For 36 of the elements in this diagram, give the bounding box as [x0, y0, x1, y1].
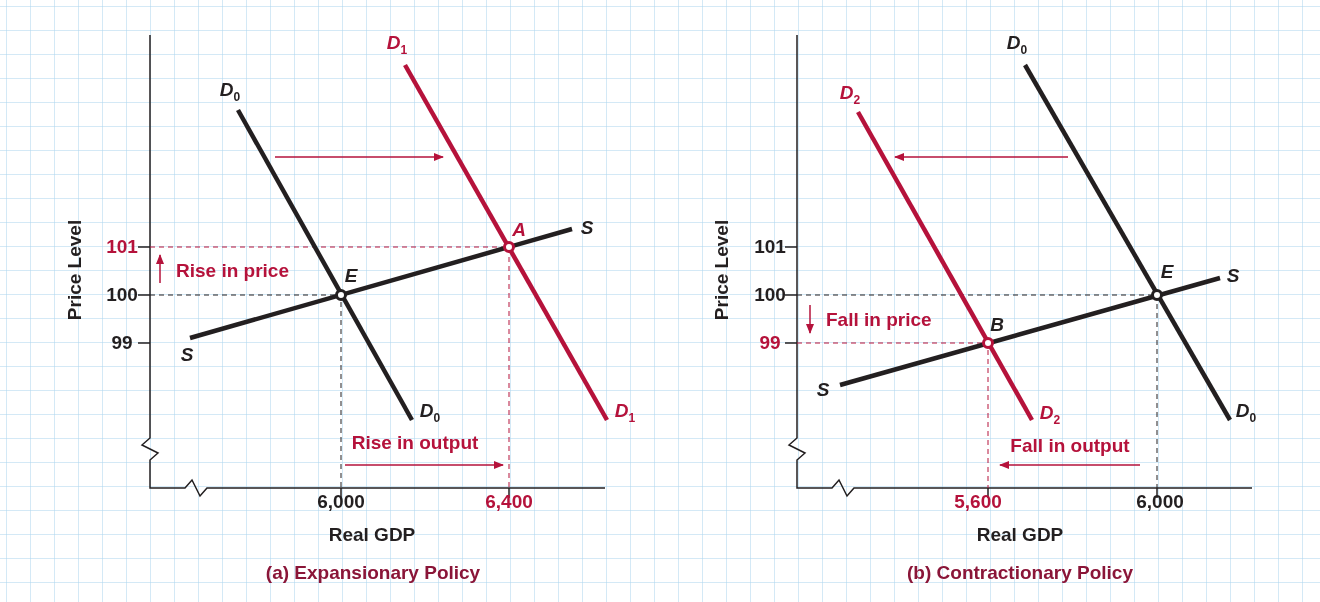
tick-label: 5,600	[954, 491, 1002, 513]
curve-label: D$_{0}$	[219, 80, 241, 104]
axis-title: Price Level	[64, 219, 86, 321]
curve-label: S	[816, 379, 830, 401]
caption: (a) Expansionary Policy	[265, 562, 481, 584]
tick-label: 100	[754, 284, 786, 306]
curve-label: D$_{0}$	[1235, 401, 1257, 425]
annotation: Fall in output	[1010, 435, 1130, 457]
tick-label: 99	[111, 332, 133, 354]
curve-label: D$_{2}$	[1039, 403, 1061, 427]
curve-label: D$_{0}$	[1006, 33, 1028, 57]
tick-label: 101	[754, 236, 786, 258]
caption: (b) Contractionary Policy	[907, 562, 1133, 584]
annotation: Rise in price	[176, 260, 289, 282]
annotation: Rise in output	[351, 432, 479, 454]
axis-title: Real GDP	[976, 524, 1064, 546]
tick-label: 101	[106, 236, 138, 258]
tick-label: 6,000	[317, 491, 365, 513]
curve-label: S	[580, 217, 594, 239]
annotation: Fall in price	[826, 309, 932, 331]
curve-label: D$_{1}$	[614, 401, 636, 425]
point-label: E	[344, 265, 358, 287]
tick-label: 6,000	[1136, 491, 1184, 513]
point-label: E	[1160, 261, 1174, 283]
axis-title: Real GDP	[328, 524, 416, 546]
curve-label: D$_{0}$	[419, 401, 441, 425]
curve-label: D$_{2}$	[839, 83, 861, 107]
axis-title: Price Level	[711, 219, 733, 321]
tick-label: 100	[106, 284, 138, 306]
curve-label: S	[1226, 265, 1240, 287]
point-label: B	[990, 314, 1004, 336]
curve-label: D$_{1}$	[386, 33, 408, 57]
tick-label: 99	[759, 332, 781, 354]
point-label: A	[512, 219, 526, 241]
tick-label: 6,400	[485, 491, 533, 513]
curve-label: S	[180, 344, 194, 366]
